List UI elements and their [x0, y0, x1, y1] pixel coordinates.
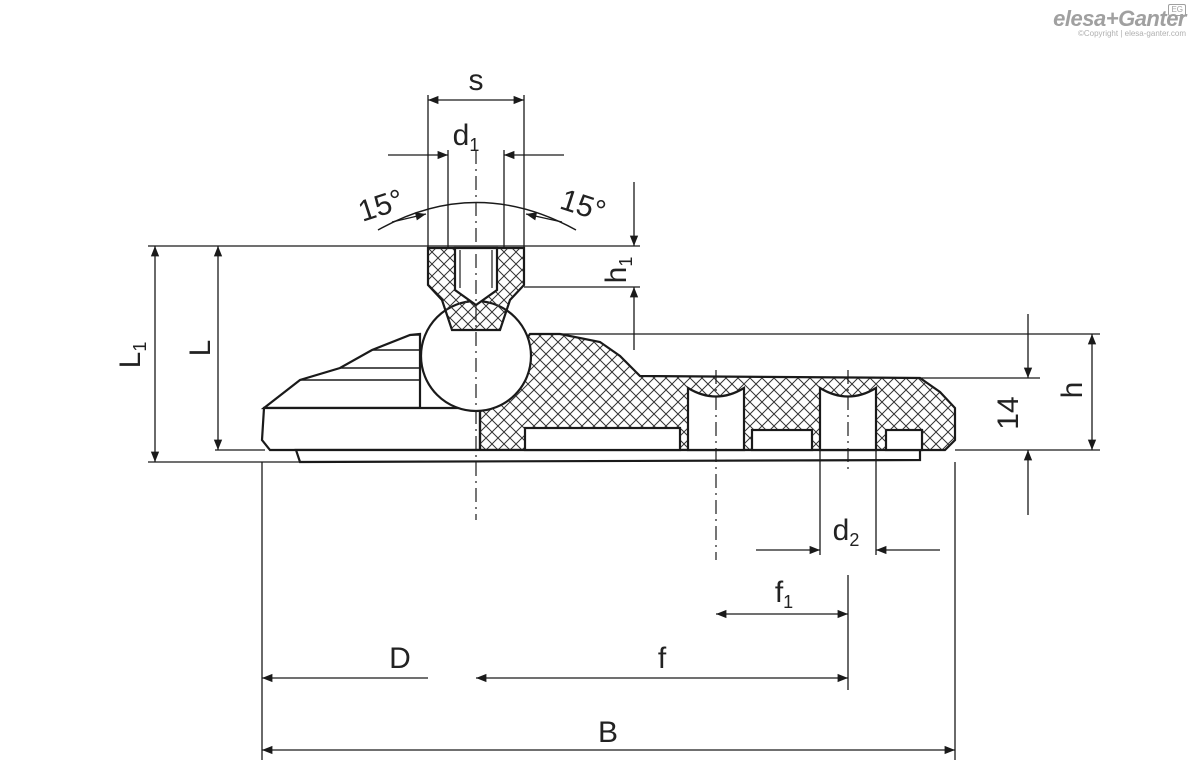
- label-f1: f1: [775, 576, 793, 612]
- dimension-lines: [150, 95, 1097, 755]
- angle-arrow-right: [525, 212, 563, 223]
- label-s: s: [469, 64, 484, 97]
- thread-lines: [459, 250, 493, 288]
- bore-2: [818, 386, 878, 452]
- pocket-mid: [750, 428, 814, 452]
- swivel-arc: [377, 201, 577, 231]
- label-h: h: [1056, 382, 1089, 399]
- label-h1: h1: [600, 257, 636, 284]
- label-14: 14: [992, 396, 1025, 429]
- logo-copyright: ©Copyright | elesa-ganter.com: [1077, 29, 1186, 38]
- label-angle-left: 15°: [354, 183, 407, 228]
- label-D: D: [389, 642, 411, 675]
- extension-lines: [148, 95, 1100, 760]
- logo-brand-ganter: +Ganter: [1105, 6, 1187, 31]
- label-angle-right: 15°: [556, 183, 609, 228]
- anti-slip-pad: [294, 448, 922, 464]
- part-outline: [260, 201, 957, 464]
- pocket-right: [884, 428, 924, 452]
- angle-arrow-left: [391, 212, 427, 223]
- label-L: L: [184, 340, 217, 357]
- label-B: B: [598, 716, 618, 749]
- base-ribs: [300, 334, 420, 381]
- dimension-labels: s d1 15° 15° h1 L1 L h 14 d2 f1 D f B: [114, 64, 1089, 749]
- eg-badge: EG: [1168, 4, 1186, 16]
- label-L1: L1: [114, 342, 150, 369]
- logo-brand-elesa: elesa: [1053, 6, 1106, 31]
- label-d1: d1: [453, 119, 480, 155]
- elesa-ganter-logo: EG elesa+Ganter ©Copyright | elesa-gante…: [1053, 4, 1187, 38]
- logo-wordmark: elesa+Ganter: [1053, 6, 1186, 32]
- base-body: [260, 332, 422, 410]
- threaded-insert: [453, 246, 499, 307]
- base-skirt: [260, 406, 482, 452]
- bore-1: [686, 386, 746, 452]
- pocket-left: [523, 426, 682, 452]
- center-lines: [475, 150, 849, 560]
- label-d2: d2: [833, 514, 860, 550]
- label-f: f: [658, 642, 667, 675]
